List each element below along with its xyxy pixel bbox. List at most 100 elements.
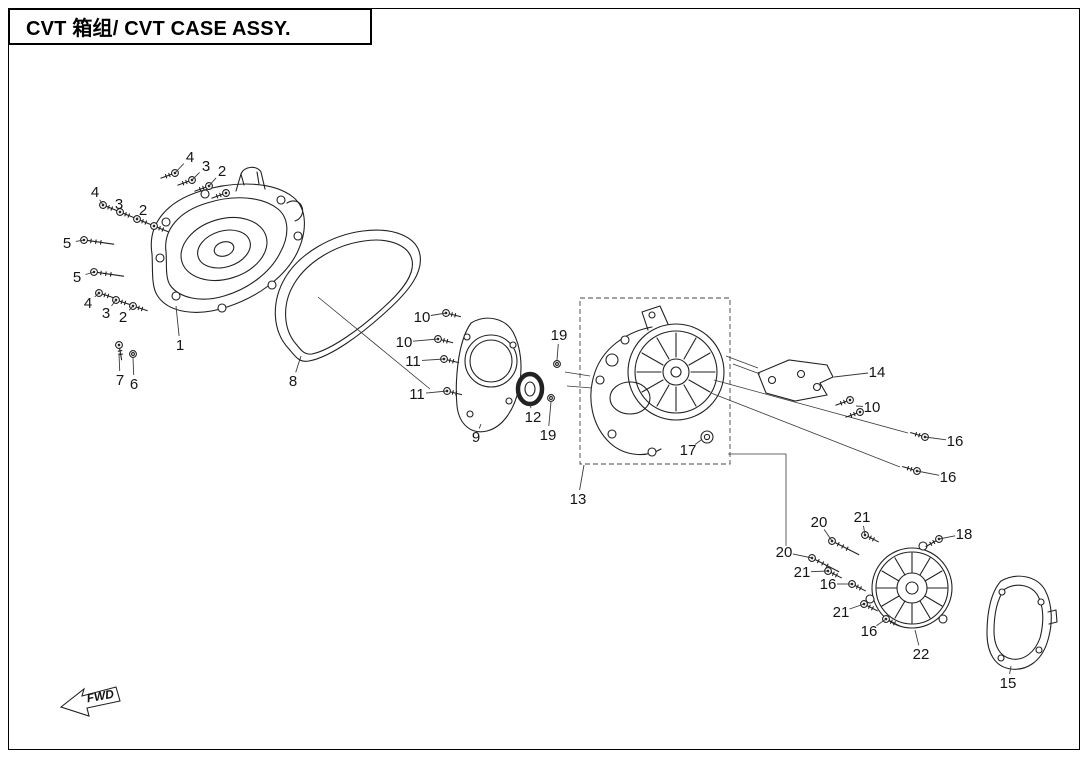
bolt-icon bbox=[159, 168, 180, 182]
bolt-icon bbox=[441, 308, 462, 321]
part-15-cvt-outer-cover bbox=[986, 575, 1058, 670]
callout-label: 8 bbox=[289, 373, 297, 390]
callout-leader bbox=[174, 163, 185, 174]
callout-label: 15 bbox=[1000, 675, 1017, 692]
callout-label: 20 bbox=[776, 544, 793, 561]
callout-leader bbox=[694, 439, 702, 445]
callout-label: 2 bbox=[139, 202, 147, 219]
fwd-arrow: FWD bbox=[59, 686, 121, 717]
callout-leader bbox=[1009, 665, 1012, 675]
bolt-icon bbox=[834, 395, 855, 409]
callout-label: 14 bbox=[869, 364, 886, 381]
callout-leader bbox=[914, 629, 920, 646]
part-13-cvt-housing bbox=[564, 297, 731, 465]
callout-label: 13 bbox=[570, 491, 587, 508]
callout-label: 19 bbox=[540, 427, 557, 444]
callout-label: 19 bbox=[551, 327, 568, 344]
callout-leader bbox=[579, 464, 585, 491]
washer-icon bbox=[129, 350, 137, 358]
callout-leader bbox=[792, 553, 813, 559]
callout-leader bbox=[132, 357, 135, 376]
callout-label: 17 bbox=[680, 442, 697, 459]
callout-label: 21 bbox=[794, 564, 811, 581]
callout-leader bbox=[849, 603, 865, 610]
callout-leader bbox=[478, 423, 482, 429]
callout-leader bbox=[175, 305, 180, 337]
bolt-icon bbox=[114, 340, 126, 361]
callout-leader bbox=[823, 529, 833, 542]
callout-label: 16 bbox=[820, 576, 837, 593]
callout-leader bbox=[833, 372, 869, 378]
callout-leader bbox=[938, 535, 956, 540]
callout-label: 2 bbox=[119, 309, 127, 326]
callout-label: 5 bbox=[63, 235, 71, 252]
callout-label: 10 bbox=[396, 334, 413, 351]
callout-label: 2 bbox=[218, 163, 226, 180]
callout-leader bbox=[421, 358, 445, 361]
callout-leader bbox=[425, 390, 448, 394]
callout-leader bbox=[876, 618, 887, 627]
callout-leader bbox=[85, 271, 95, 275]
callout-label: 22 bbox=[913, 646, 930, 663]
part-14-bracket bbox=[725, 355, 834, 402]
callout-leader bbox=[208, 177, 217, 187]
callout-leader bbox=[810, 570, 829, 573]
callout-label: 3 bbox=[102, 305, 110, 322]
part-1-cvt-cover bbox=[150, 166, 305, 313]
bolt-icon bbox=[89, 267, 125, 281]
callout-leader bbox=[295, 355, 302, 373]
assembly-lines bbox=[317, 296, 909, 546]
callout-label: 16 bbox=[861, 623, 878, 640]
callout-label: 9 bbox=[472, 429, 480, 446]
callout-leader bbox=[556, 343, 559, 361]
callout-leader bbox=[99, 199, 104, 206]
callout-label: 12 bbox=[525, 409, 542, 426]
page-border bbox=[8, 8, 1080, 750]
callout-label: 20 bbox=[811, 514, 828, 531]
washer-icon bbox=[553, 360, 561, 368]
callout-label: 4 bbox=[91, 184, 99, 201]
callout-leader bbox=[111, 299, 117, 307]
washer-icon bbox=[547, 394, 555, 402]
callout-label: 11 bbox=[405, 353, 421, 370]
bolt-icon bbox=[859, 529, 881, 546]
bolt-icon bbox=[433, 334, 454, 347]
bolt-icon bbox=[909, 428, 930, 442]
callout-label: 4 bbox=[186, 149, 194, 166]
callout-leader bbox=[430, 312, 447, 316]
part-12-oil-seal bbox=[515, 371, 545, 407]
callout-leader bbox=[412, 338, 439, 342]
callout-leader bbox=[94, 292, 100, 298]
bolt-icon bbox=[826, 535, 861, 559]
part-22-fan bbox=[865, 541, 953, 629]
bolt-icon bbox=[439, 354, 460, 367]
callout-label: 4 bbox=[84, 295, 92, 312]
callout-leader bbox=[191, 172, 200, 181]
callout-leader bbox=[916, 470, 940, 476]
bolt-icon bbox=[901, 462, 922, 476]
callout-label: 21 bbox=[854, 509, 871, 526]
title-box: CVT 箱组/ CVT CASE ASSY. bbox=[8, 8, 372, 45]
part-8-gasket bbox=[274, 229, 421, 362]
callout-label: 3 bbox=[115, 196, 123, 213]
bolt-icon bbox=[846, 578, 868, 595]
callout-label: 21 bbox=[833, 604, 850, 621]
callout-label: 18 bbox=[956, 526, 973, 543]
bolt-icon bbox=[79, 235, 115, 249]
callout-leader bbox=[863, 525, 866, 536]
callout-leader bbox=[75, 239, 85, 242]
callout-leader bbox=[529, 403, 532, 409]
callout-label: 1 bbox=[176, 337, 184, 354]
callout-leader bbox=[924, 436, 947, 441]
callout-label: 10 bbox=[864, 399, 881, 416]
callout-label: 3 bbox=[202, 158, 210, 175]
callout-label: 16 bbox=[947, 433, 964, 450]
callout-label: 16 bbox=[940, 469, 957, 486]
part-17-bushing bbox=[700, 430, 714, 444]
fwd-label: FWD bbox=[86, 687, 116, 706]
diagram-title: CVT 箱组/ CVT CASE ASSY. bbox=[26, 18, 291, 40]
callout-label: 7 bbox=[116, 372, 124, 389]
part-9-shield-plate bbox=[455, 317, 522, 433]
